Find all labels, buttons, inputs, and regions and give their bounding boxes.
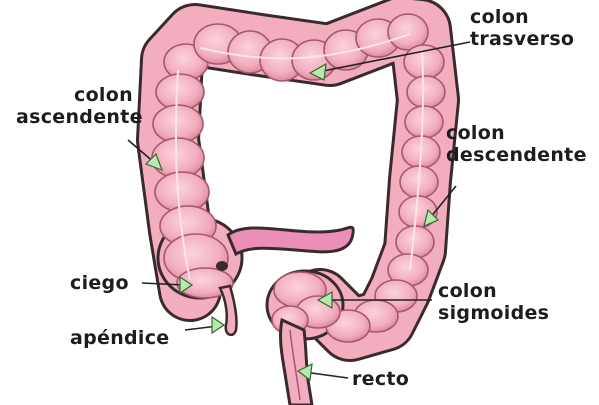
label-colon-transverso-line2: trasverso <box>470 28 574 50</box>
label-apendice-text: apéndice <box>70 327 170 349</box>
ileum <box>228 227 353 254</box>
label-colon-sigmoides-line1: colon <box>438 280 549 302</box>
label-apendice: apéndice <box>70 327 170 349</box>
label-colon-transverso-line1: colon <box>470 6 574 28</box>
label-colon-sigmoides-line2: sigmoides <box>438 302 549 324</box>
label-colon-transverso: colon trasverso <box>470 6 574 50</box>
label-recto: recto <box>352 368 409 390</box>
label-ciego-text: ciego <box>70 272 129 294</box>
appendix <box>220 286 237 335</box>
label-colon-descendente: colon descendente <box>446 122 587 166</box>
ileocecal-valve <box>216 261 228 271</box>
label-ciego: ciego <box>70 272 129 294</box>
label-colon-descendente-line2: descendente <box>446 144 587 166</box>
label-colon-sigmoides: colon sigmoides <box>438 280 549 324</box>
label-colon-ascendente: colon ascendente <box>16 84 143 128</box>
label-colon-ascendente-line2: ascendente <box>16 106 143 128</box>
label-recto-text: recto <box>352 368 409 390</box>
label-colon-descendente-line1: colon <box>446 122 587 144</box>
label-colon-ascendente-line1: colon <box>16 84 143 106</box>
